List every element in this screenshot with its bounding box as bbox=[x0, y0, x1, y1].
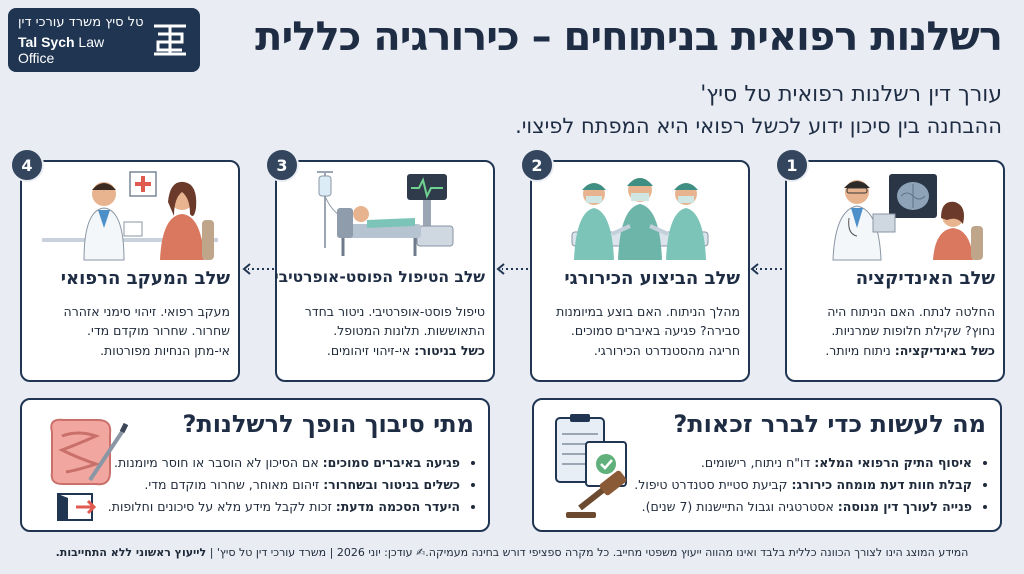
list-item: פגיעה באיברים סמוכים: אם הסיכון לא הוסבר… bbox=[30, 452, 460, 474]
law-office-mark-icon bbox=[154, 24, 186, 56]
what-to-do-title: מה לעשות כדי לברר זכאות? bbox=[673, 410, 986, 438]
stage-title: שלב האינדיקציה bbox=[855, 268, 995, 289]
stage-card-postop: 3 שלב הטיפול הפוסט-אופרטיבי טיפול פוסט-א… bbox=[265, 148, 495, 382]
logo: טל סיץ משרד עורכי דין Tal Sych Law Offic… bbox=[8, 8, 200, 72]
stage-number-badge: 4 bbox=[10, 148, 44, 182]
page-title: רשלנות רפואית בניתוחים – כירורגיה כללית bbox=[255, 14, 1003, 60]
flow-arrow-icon bbox=[496, 263, 528, 275]
stage-title: שלב הטיפול הפוסט-אופרטיבי bbox=[274, 268, 485, 286]
when-negligence-title: מתי סיבוך הופך לרשלנות? bbox=[182, 410, 474, 438]
stage-description: החלטה לנתח. האם הניתוח היה נחוץ? שקילת ח… bbox=[825, 304, 995, 358]
stage-title: שלב הביצוע הכירורגי bbox=[564, 268, 740, 289]
list-item: פנייה לעורך דין מנוסה: אסטרטגיה וגבול הת… bbox=[542, 496, 972, 518]
what-to-do-box: מה לעשות כדי לברר זכאות? איסוף התיק הרפו… bbox=[532, 398, 1002, 532]
hospital-bed-monitor-icon bbox=[317, 171, 454, 256]
logo-english-text: Tal Sych Law Office bbox=[18, 33, 105, 66]
list-item: כשלים בניטור ובשחרור: זיהום מאוחר, שחרור… bbox=[30, 474, 460, 496]
what-to-do-list: איסוף התיק הרפואי המלא: דו"ח ניתוח, רישו… bbox=[542, 452, 988, 518]
flow-arrow-icon bbox=[242, 263, 274, 275]
when-negligence-box: מתי סיבוך הופך לרשלנות? פגיעה באיברים סמ… bbox=[20, 398, 490, 532]
doctor-patient-consult-icon bbox=[42, 171, 218, 261]
logo-hebrew-text: טל סיץ משרד עורכי דין bbox=[18, 14, 144, 30]
footer-disclaimer: המידע המוצג הינו לצורך הכוונה כללית בלבד… bbox=[55, 546, 969, 559]
stage-card-indication: 1 שלב האינדיקציה החלטה לנתח. האם הניתוח … bbox=[775, 148, 1005, 382]
stage-card-surgery: 2 שלב הביצוע הכירורגי מהלך הניתוח. האם ב… bbox=[520, 148, 750, 382]
clipboard-checklist-icon bbox=[555, 414, 627, 518]
page-subtitle: עורך דין רשלנות רפואית טל סיץ' bbox=[700, 82, 1002, 107]
footer-cta: לייעוץ ראשוני ללא התחייבות. bbox=[55, 546, 207, 559]
doctor-reviewing-scan-icon bbox=[832, 174, 983, 261]
stage-description: מעקב רפואי. זיהוי סימני אזהרה שחרור. שחר… bbox=[63, 304, 230, 358]
list-item: קבלת חוות דעת מומחה כירורג: קביעת סטיית … bbox=[542, 474, 972, 496]
stage-description: טיפול פוסט-אופרטיבי. ניטור בחדר התאוששות… bbox=[304, 304, 485, 358]
stage-number-badge: 1 bbox=[775, 148, 809, 182]
stage-description: מהלך הניתוח. האם בוצע במיומנות סבירה? פג… bbox=[556, 304, 740, 358]
stage-number-badge: 2 bbox=[520, 148, 554, 182]
surgical-team-icon bbox=[571, 178, 709, 260]
intestine-scalpel-icon bbox=[50, 418, 128, 521]
stage-card-followup: 4 שלב המעקב הרפואי מעקב רפואי. זיהוי סימ… bbox=[10, 148, 240, 382]
stage-title: שלב המעקב הרפואי bbox=[60, 268, 230, 289]
stage-number-badge: 3 bbox=[265, 148, 299, 182]
flow-arrow-icon bbox=[750, 263, 782, 275]
page-tagline: ההבחנה בין סיכון ידוע לכשל רפואי היא המפ… bbox=[515, 114, 1002, 138]
list-item: היעדר הסכמה מדעת: זכות לקבל מידע מלא על … bbox=[30, 496, 460, 518]
when-negligence-list: פגיעה באיברים סמוכים: אם הסיכון לא הוסבר… bbox=[30, 452, 476, 518]
list-item: איסוף התיק הרפואי המלא: דו"ח ניתוח, רישו… bbox=[542, 452, 972, 474]
